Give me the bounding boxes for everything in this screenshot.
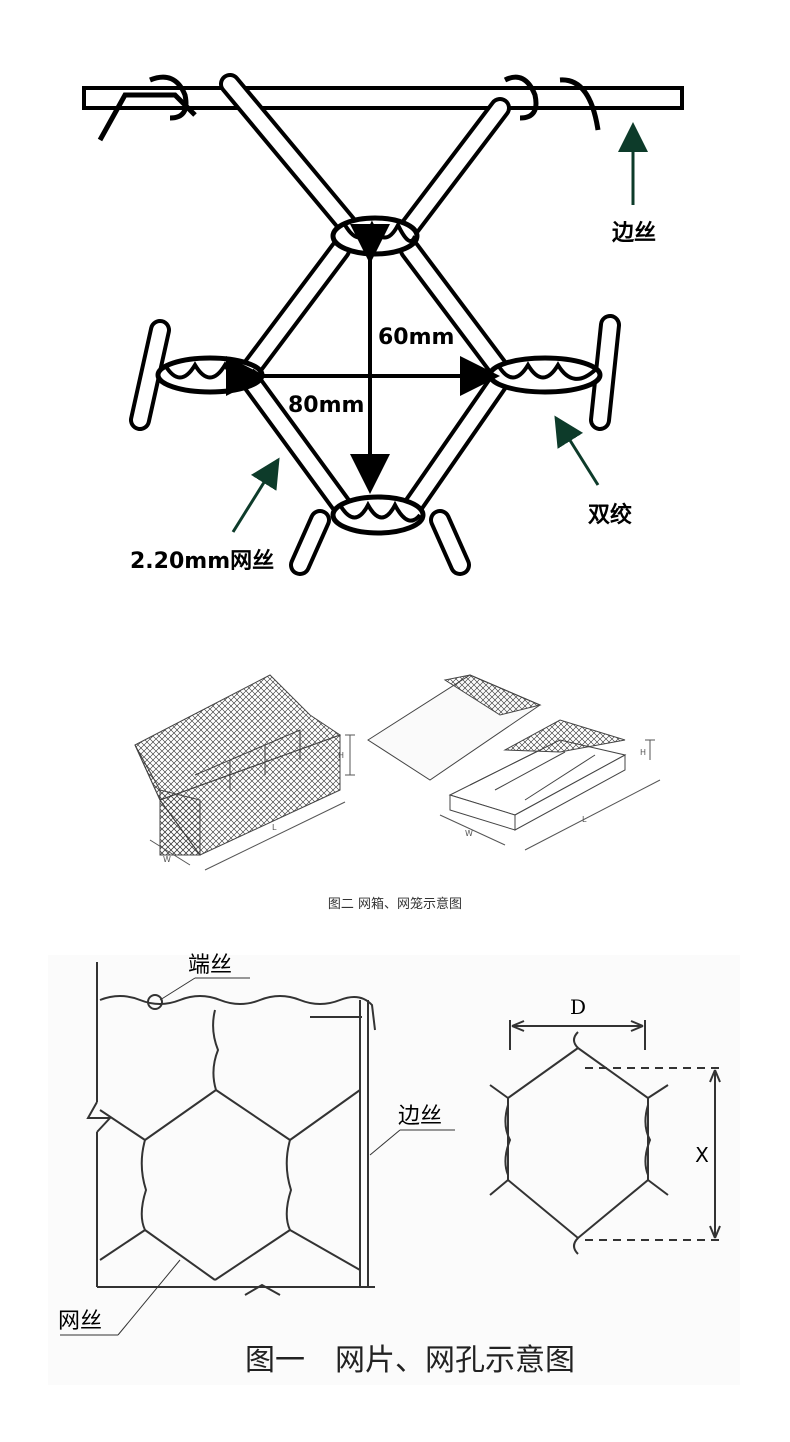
hex-cell-svg: 边丝 60mm 80mm 双绞 2.20mm网丝 (82, 73, 684, 576)
mesh-wires (129, 73, 621, 576)
label-mesh-wire-diameter: 2.20mm网丝 (130, 548, 274, 574)
label-H-right: H (640, 748, 646, 757)
label-L-right: L (582, 815, 587, 824)
mesh-panel-svg: 端丝 边丝 网丝 D X 图一 网片、网孔示意图 (48, 953, 740, 1385)
label-H-left: H (338, 751, 344, 760)
edge-wrap-left (97, 74, 197, 142)
edge-wrap-right (503, 74, 601, 131)
label-end-wire: 端丝 (188, 953, 232, 978)
mesh-hexagons (99, 1009, 361, 1281)
callout-double-twist-arrow (554, 415, 600, 486)
label-double-twist: 双绞 (588, 502, 632, 528)
mesh-panel-frame (86, 962, 375, 1296)
dimension-D (509, 1020, 646, 1050)
label-W-left: W (163, 855, 171, 864)
label-80mm: 80mm (288, 393, 364, 418)
label-mesh-wire: 网丝 (58, 1309, 102, 1334)
label-W-right: W (465, 829, 473, 838)
left-dim-lines (149, 734, 355, 871)
dimension-X (585, 1067, 722, 1241)
callout-arrows (231, 122, 648, 533)
label-L-left: L (272, 823, 277, 832)
caption-figure-1: 图一 网片、网孔示意图 (245, 1343, 575, 1378)
gabion-box-diagram: H W L H W L 图二 网箱、网笼示意图 (0, 640, 790, 940)
end-wire-top (99, 994, 376, 1031)
label-edge-wire-bottom: 边丝 (398, 1104, 442, 1129)
callout-mesh-wire-arrow (231, 457, 280, 533)
gabion-box-left (134, 674, 342, 856)
twist-bottom (330, 494, 426, 536)
right-dim-lines (439, 739, 661, 851)
hex-cell-diagram: 边丝 60mm 80mm 双绞 2.20mm网丝 (0, 0, 790, 640)
label-D: D (570, 995, 586, 1019)
label-60mm: 60mm (378, 325, 454, 350)
mesh-panel-diagram: 端丝 边丝 网丝 D X 图一 网片、网孔示意图 (0, 940, 790, 1438)
twist-left (155, 355, 265, 395)
caption-figure-2: 图二 网箱、网笼示意图 (328, 896, 462, 912)
mesh-panel-background (48, 955, 740, 1385)
gabion-box-svg: H W L H W L 图二 网箱、网笼示意图 (134, 674, 661, 912)
label-edge-wire: 边丝 (611, 220, 656, 246)
twist-right (487, 355, 603, 395)
mesh-callouts (60, 977, 455, 1336)
twist-top (330, 215, 420, 257)
mattress-base (448, 719, 627, 831)
mattress-lid (367, 674, 542, 781)
label-X: X (695, 1143, 709, 1167)
mesh-hole-hexagon (489, 1031, 669, 1255)
